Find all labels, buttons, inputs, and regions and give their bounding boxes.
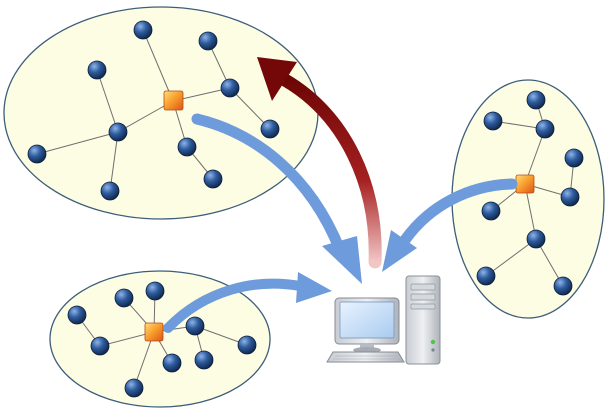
network-node — [162, 353, 182, 373]
network-node — [194, 350, 214, 370]
network-node — [67, 305, 87, 325]
network-node — [476, 266, 496, 286]
arrowhead-icon — [382, 230, 417, 272]
cluster-top-left — [3, 6, 319, 220]
network-node — [526, 90, 546, 110]
network-node — [481, 201, 501, 221]
desktop-computer-icon — [326, 275, 441, 365]
network-node — [198, 31, 218, 51]
cluster-ellipse — [3, 6, 319, 220]
hub-square-icon — [515, 174, 535, 194]
hub-square-icon — [163, 90, 184, 111]
network-node — [560, 187, 580, 207]
network-node — [27, 144, 47, 164]
flow-arrows — [163, 113, 518, 333]
network-node — [145, 281, 165, 301]
network-node — [87, 60, 107, 80]
network-node — [260, 119, 280, 139]
flow-arrow-right — [399, 178, 518, 246]
cluster-bottom-left — [49, 270, 271, 408]
return-arrow — [257, 57, 382, 269]
cluster-right — [451, 79, 605, 319]
network-node — [108, 122, 128, 142]
network-node — [553, 276, 573, 296]
network-node — [133, 20, 153, 40]
network-node — [177, 137, 197, 157]
return-arrow-shaft — [278, 73, 382, 269]
network-node — [124, 378, 144, 398]
monitor-screen — [339, 301, 395, 339]
network-node — [564, 148, 584, 168]
flow-arrow-bottom-left — [163, 278, 305, 333]
network-node — [203, 169, 223, 189]
arrowhead-icon — [257, 57, 297, 101]
network-node — [526, 229, 546, 249]
hub-square-icon — [144, 322, 164, 342]
network-node — [535, 119, 555, 139]
flow-arrow-top-left — [191, 113, 346, 256]
network-node — [483, 111, 503, 131]
network-node — [90, 336, 110, 356]
network-node — [100, 181, 120, 201]
network-node — [237, 335, 257, 355]
power-led-icon — [430, 339, 436, 345]
network-node — [220, 78, 240, 98]
arrowhead-icon — [296, 272, 332, 303]
arrowhead-icon — [322, 236, 362, 284]
network-node — [114, 288, 134, 308]
computer-keyboard — [326, 351, 405, 363]
network-node — [185, 316, 205, 336]
